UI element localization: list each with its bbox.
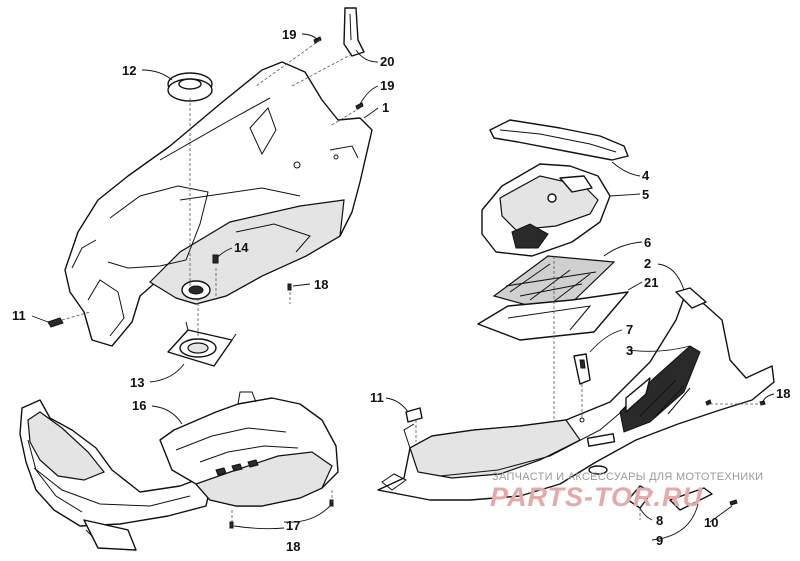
callout-11-left: 11 [12, 308, 26, 323]
callout-19-mid: 19 [380, 78, 394, 93]
air-box-cover [481, 163, 611, 257]
callout-11-right: 11 [370, 390, 384, 405]
callout-4: 4 [642, 168, 650, 183]
callout-14: 14 [234, 240, 249, 255]
callout-3: 3 [626, 343, 633, 358]
callout-6: 6 [644, 235, 651, 250]
hood-panel [64, 61, 373, 347]
callout-16: 16 [132, 398, 146, 413]
callout-7: 7 [626, 322, 633, 337]
callout-leaders [31, 33, 775, 541]
alignment-lines [61, 39, 764, 522]
callout-12: 12 [122, 63, 136, 78]
callout-21: 21 [644, 275, 658, 290]
callout-20: 20 [380, 54, 394, 69]
belly-pan [159, 391, 339, 529]
callout-5: 5 [642, 187, 649, 202]
callout-18-lower: 18 [286, 539, 300, 554]
filter-plate [477, 291, 629, 341]
side-panel-body [377, 287, 775, 501]
callout-18-upper: 18 [314, 277, 328, 292]
latch-strap [573, 353, 591, 385]
callout-2: 2 [644, 256, 651, 271]
callout-1: 1 [382, 100, 389, 115]
callout-19-top: 19 [282, 27, 296, 42]
watermark: ЗАПЧАСТИ И АКСЕССУАРЫ ДЛЯ МОТОТЕХНИКИ PA… [490, 471, 763, 512]
callout-13: 13 [130, 375, 144, 390]
callout-labels: 19 20 19 1 12 14 18 11 13 16 17 18 4 5 6… [12, 27, 790, 554]
callout-10: 10 [704, 515, 718, 530]
watermark-logo: PARTS-TOR.RU [490, 482, 704, 512]
callout-17: 17 [286, 518, 300, 533]
vent-bezel [167, 321, 237, 367]
air-box-seal [489, 119, 629, 161]
latch-hardware [405, 399, 766, 511]
side-panel-decal [619, 345, 701, 433]
callout-9: 9 [656, 533, 663, 548]
callout-18-right: 18 [776, 386, 790, 401]
mount-bracket [343, 7, 365, 57]
grommet-ring [167, 72, 213, 102]
front-bumper-skid [19, 399, 211, 551]
watermark-tagline: ЗАПЧАСТИ И АКСЕССУАРЫ ДЛЯ МОТОТЕХНИКИ [492, 471, 763, 483]
callout-8: 8 [656, 513, 663, 528]
